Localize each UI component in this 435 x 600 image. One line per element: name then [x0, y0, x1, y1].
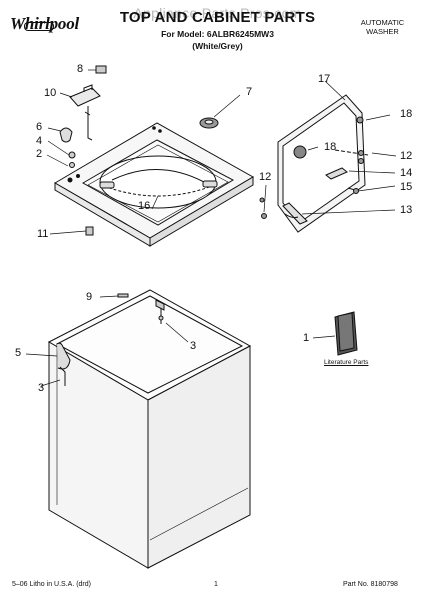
- callout-5: 5: [15, 347, 22, 359]
- literature-parts-label: Literature Parts: [324, 359, 369, 366]
- callout-11: 11: [37, 228, 49, 240]
- top-panel: [54, 122, 255, 247]
- callout-18-inner: 18: [324, 141, 337, 153]
- brand-tag-icon: [24, 22, 54, 31]
- callout-10: 10: [44, 87, 57, 99]
- callout-15: 15: [400, 181, 413, 193]
- product-type-line1: AUTOMATIC: [360, 18, 405, 27]
- callout-14: 14: [400, 167, 413, 179]
- callout-9: 9: [86, 291, 93, 303]
- leader-lines: [25, 69, 397, 387]
- cabinet: [47, 289, 252, 569]
- literature-booklet: [334, 311, 358, 356]
- callout-13: 13: [400, 204, 413, 216]
- callout-4: 4: [36, 135, 43, 147]
- screw-parts: [259, 197, 267, 219]
- part-number: Part No. 8180798: [343, 581, 398, 588]
- callout-18-lid: 18: [400, 108, 413, 120]
- callout-3-cabinet: 3: [190, 340, 197, 352]
- callout-3-panel: 3: [38, 382, 45, 394]
- print-code: 5–06 Litho in U.S.A. (drd): [12, 581, 91, 588]
- washer-lid: [277, 94, 369, 233]
- model-line: For Model: 6ALBR6245MW3: [161, 29, 274, 39]
- color-line: (White/Grey): [192, 41, 243, 51]
- whirlpool-logo: Whirlpool: [10, 14, 79, 34]
- watermark: Appliance Parts Pros.com: [133, 5, 302, 21]
- lid-bumper-part: [199, 117, 219, 129]
- callout-17: 17: [318, 73, 331, 85]
- page-number: 1: [214, 581, 218, 588]
- callout-8: 8: [77, 63, 84, 75]
- callout-2: 2: [36, 148, 43, 160]
- callout-7: 7: [246, 86, 253, 98]
- product-type-line2: WASHER: [366, 27, 399, 36]
- page-title: TOP AND CABINET PARTS: [119, 9, 316, 26]
- callout-16: 16: [138, 200, 151, 212]
- callout-12-right: 12: [400, 150, 413, 162]
- callout-1: 1: [303, 332, 310, 344]
- lid-switch-assembly: [59, 65, 107, 236]
- callout-12-left: 12: [259, 171, 272, 183]
- callout-6: 6: [36, 121, 43, 133]
